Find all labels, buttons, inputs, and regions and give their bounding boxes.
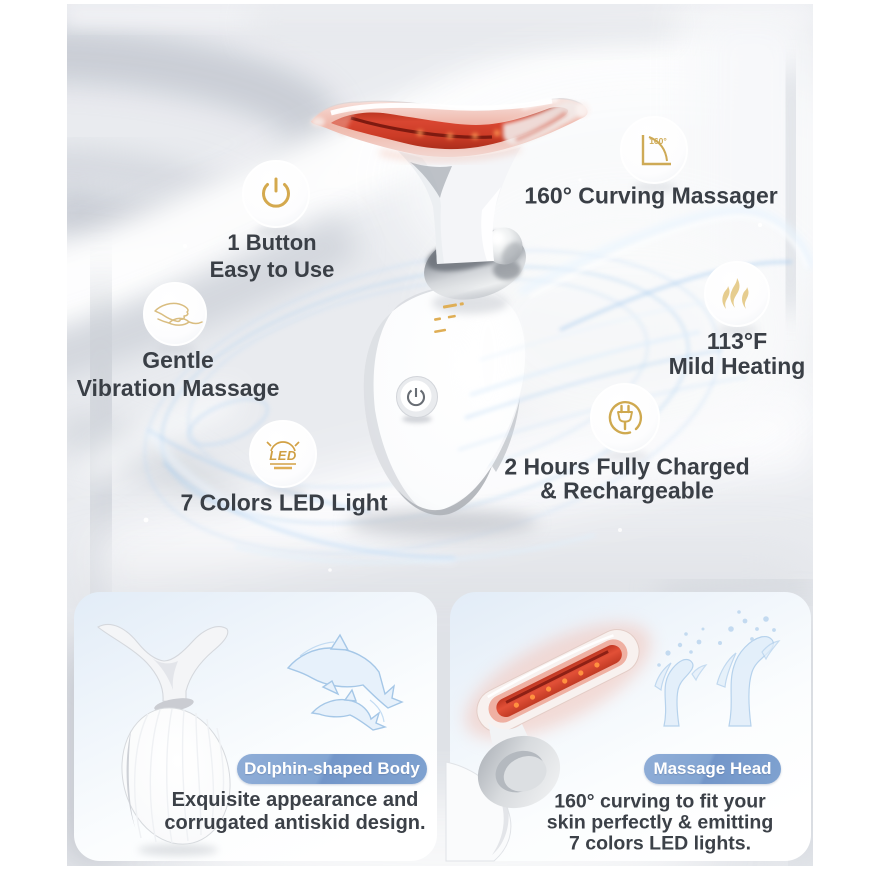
svg-text:LED: LED [269, 448, 297, 463]
svg-text:160°: 160° [649, 136, 667, 146]
